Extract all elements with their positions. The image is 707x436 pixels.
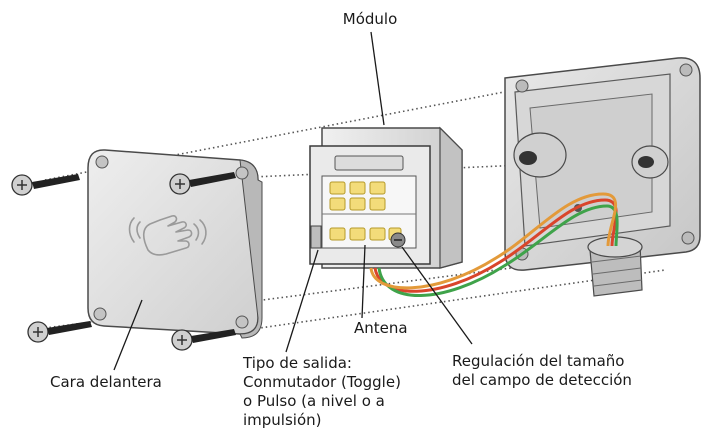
label-modulo: Módulo: [342, 10, 398, 28]
hand-wave-icon: [128, 215, 207, 256]
label-tipo-salida-line-4: impulsión): [243, 411, 322, 429]
front-cover: [87, 149, 263, 339]
wire-bundle: [369, 192, 619, 297]
back-housing: [504, 57, 701, 297]
label-cara-delantera: Cara delantera: [50, 373, 162, 391]
leader-lines: [113, 31, 473, 371]
label-antena: Antena: [354, 319, 408, 337]
screw-top-left: [11, 174, 80, 196]
label-tipo-salida-line-1: Tipo de salida:: [243, 354, 352, 372]
label-tipo-salida-line-3: o Pulso (a nivel o a: [243, 392, 385, 410]
screw-top-right: [169, 172, 236, 195]
label-tipo-salida: Tipo de salida: Conmutador (Toggle) o Pu…: [243, 354, 401, 430]
label-regulacion-line-2: del campo de detección: [452, 371, 632, 389]
screw-bottom-right: [171, 329, 236, 351]
screw-bottom-left: [27, 321, 92, 343]
label-regulacion: Regulación del tamaño del campo de detec…: [452, 352, 632, 390]
label-tipo-salida-line-2: Conmutador (Toggle): [243, 373, 401, 391]
module: [309, 126, 463, 269]
label-regulacion-line-1: Regulación del tamaño: [452, 352, 625, 370]
